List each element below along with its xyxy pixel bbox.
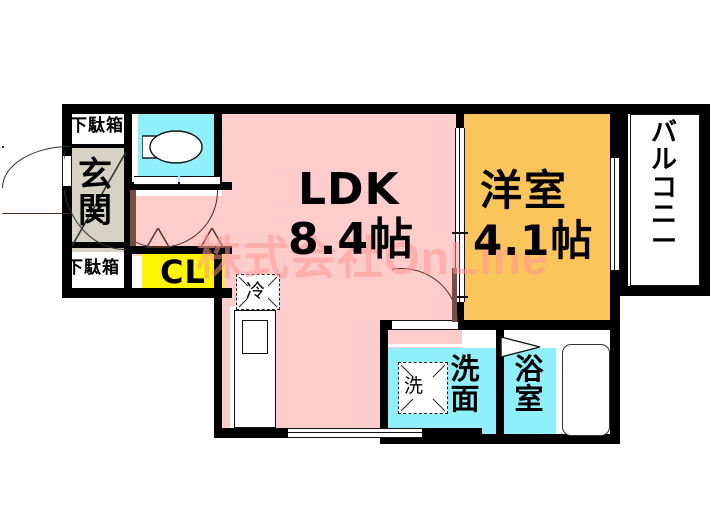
washer-label: 洗 [404, 375, 424, 397]
folding-door-marker-left [146, 228, 170, 248]
washroom-top-trim [388, 344, 496, 347]
kitchen-stove [242, 320, 268, 354]
arc-front-door-leaf [2, 146, 4, 148]
wall-ldk-left [214, 246, 222, 436]
door-leaf-hall[interactable] [130, 190, 136, 246]
vertical-char: ル [650, 145, 677, 176]
label-washroom: 洗面 [448, 354, 482, 415]
wall-balcony-right [700, 104, 710, 296]
label-closet: CL [160, 253, 206, 291]
refrigerator-label: 冷 [246, 280, 266, 302]
arc-front-door-clip [2, 146, 70, 188]
genkan-step [62, 242, 132, 248]
label-ldk-name: LDK [298, 164, 400, 215]
door-toilet-second[interactable] [180, 176, 220, 185]
sliding-door-handle-lower [452, 296, 468, 298]
wall-wet-bottom [380, 434, 620, 444]
room-bathroom-fill [504, 348, 556, 434]
wall-bedroom-bottom [380, 320, 620, 330]
vertical-char: 玄 [78, 155, 112, 195]
wall-wet-right [610, 330, 620, 444]
room-balcony-fill [626, 112, 710, 292]
label-balcony: バルコニー [646, 118, 682, 258]
room-bedroom-fill [462, 112, 612, 320]
wall-left-lower [62, 186, 72, 296]
divider-shoebox-lower [62, 292, 132, 298]
arc-hall-door-clip [132, 190, 218, 248]
window-bedroom-balcony-mullion [614, 158, 616, 270]
label-bedroom-name: 洋室 [480, 166, 569, 215]
refrigerator-space [236, 274, 280, 310]
wall-bedroom-right-bottom [610, 268, 620, 328]
folding-door-marker-right [200, 228, 224, 248]
balcony-inner-outline [630, 114, 700, 286]
label-ldk-size: 8.4帖 [288, 214, 414, 265]
sliding-door-mullion [459, 128, 461, 302]
wall-toilet-right [214, 104, 222, 190]
wall-wet-mid [496, 330, 504, 444]
wall-entrance-right [124, 104, 132, 250]
window-ldk-bottom-mullion [288, 432, 422, 434]
wall-top [62, 104, 710, 114]
arc-genkan-leaf-wrap [66, 150, 128, 250]
door-leaf-washroom[interactable] [452, 268, 457, 322]
vertical-char: 洗 [450, 352, 480, 386]
vertical-char: コ [650, 172, 677, 203]
label-bedroom-size: 4.1帖 [473, 216, 594, 265]
washer-space [398, 362, 448, 414]
vertical-char: 浴 [514, 352, 544, 386]
wall-closet-bottom [132, 290, 232, 298]
vertical-char: ニ [650, 199, 677, 230]
vertical-char: ー [650, 227, 677, 258]
label-shoe-box-lower: 下駄箱 [66, 258, 120, 278]
label-bathroom: 浴室 [512, 354, 546, 415]
bath-tub [562, 344, 610, 436]
vertical-char: バ [650, 118, 677, 148]
wall-bedroom-right-top [610, 104, 620, 160]
shoe-box-upper-fill [66, 112, 124, 148]
wall-bedroom-left-top [456, 104, 464, 130]
wall-wet-left [380, 320, 388, 444]
wall-shoebox-right [124, 242, 132, 298]
sliding-door-handle-upper [452, 232, 468, 234]
door-toilet[interactable] [134, 176, 178, 185]
wall-bedroom-left-bottom [456, 300, 464, 326]
wall-balcony-bottom [620, 286, 710, 296]
wall-left-upper [62, 104, 72, 156]
wall-toilet-bottom [124, 182, 232, 190]
bathroom-opening-marker [500, 336, 542, 358]
arc-front-door [2, 146, 70, 214]
room-closet-fill [142, 252, 224, 294]
toilet-fixture [142, 125, 208, 169]
vertical-char: 室 [514, 382, 544, 417]
vertical-char: 関 [78, 190, 112, 231]
label-entrance: 玄関 [74, 155, 116, 231]
divider-shoebox-upper [66, 144, 124, 148]
vertical-char: 面 [450, 382, 480, 417]
wall-balcony-left [620, 104, 628, 296]
label-shoe-box-upper: 下駄箱 [70, 116, 124, 136]
arc-genkan-door-clip [64, 150, 126, 250]
arc-washroom-clip [392, 268, 458, 322]
wall-closet-top [132, 246, 232, 254]
